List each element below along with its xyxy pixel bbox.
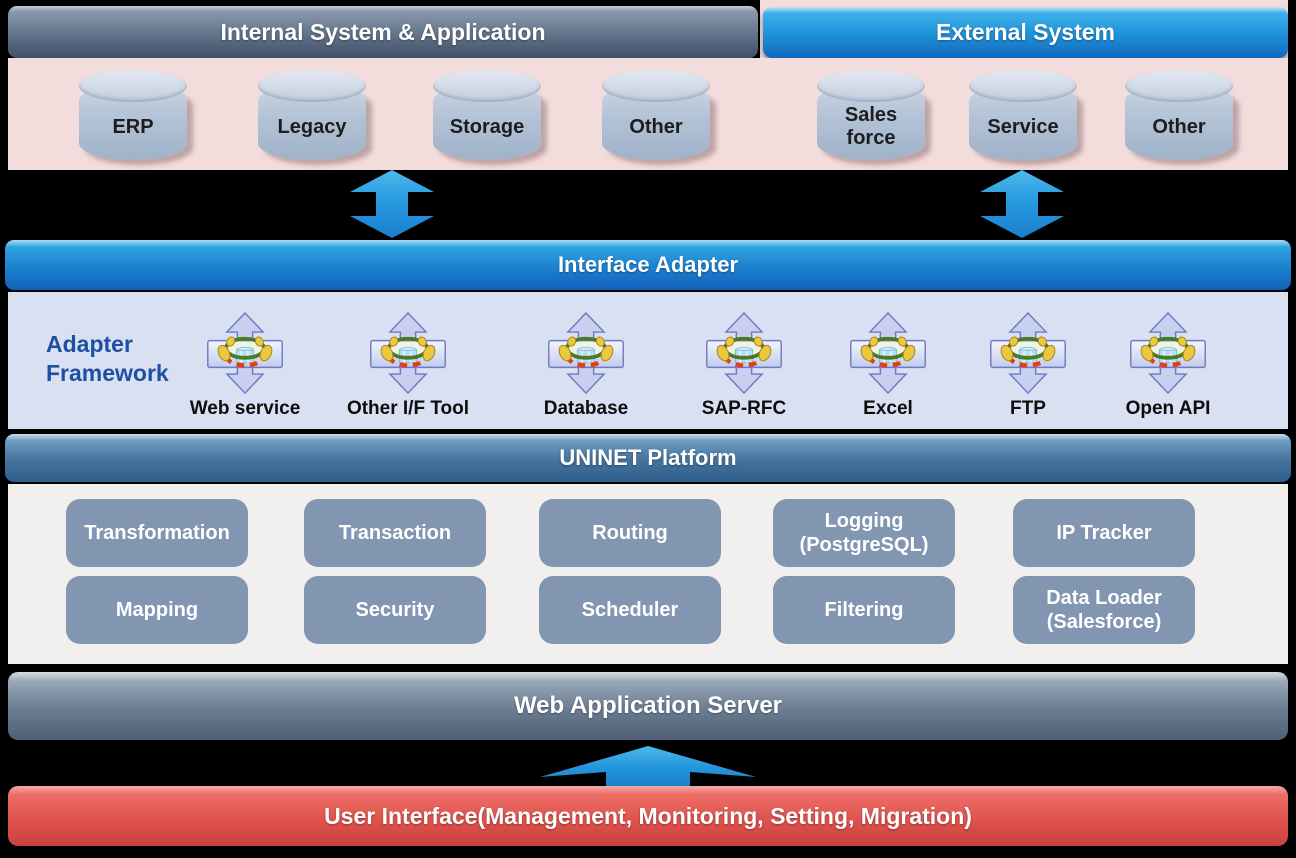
module-transformation: Transformation <box>66 499 248 567</box>
adapter-database: Database <box>516 312 656 424</box>
cylinder-top <box>433 70 541 102</box>
uninet-platform-title: UNINET Platform <box>559 445 737 470</box>
external-system-header: External System <box>763 7 1288 58</box>
system-cylinder-service: Service <box>969 70 1077 160</box>
module-security: Security <box>304 576 486 644</box>
adapter-label: SAP-RFC <box>701 398 787 419</box>
adapter-icon <box>363 312 453 396</box>
cylinder-top <box>258 70 366 102</box>
cylinder-top <box>817 70 925 102</box>
bidirectional-arrow-icon <box>980 170 1064 238</box>
user-interface-bar: User Interface(Management, Monitoring, S… <box>8 786 1288 846</box>
adapter-icon <box>843 312 933 396</box>
module-ip-tracker: IP Tracker <box>1013 499 1195 567</box>
system-cylinder-salesforce: Sales force <box>817 70 925 160</box>
cylinder-label: Service <box>987 115 1059 138</box>
adapter-label: Open API <box>1125 398 1211 419</box>
cylinder-top <box>969 70 1077 102</box>
adapter-icon <box>200 312 290 396</box>
cylinder-top <box>79 70 187 102</box>
adapter-other-if-tool: Other I/F Tool <box>338 312 478 424</box>
adapter-label: Other I/F Tool <box>346 398 470 419</box>
uninet-platform-bar: UNINET Platform <box>5 434 1291 482</box>
adapter-sap-rfc: SAP-RFC <box>674 312 814 424</box>
up-arrow-icon <box>540 746 756 786</box>
cylinder-label: Other <box>629 115 683 138</box>
module-logging: Logging (PostgreSQL) <box>773 499 955 567</box>
web-app-server-title: Web Application Server <box>513 692 783 719</box>
system-cylinder-other-external: Other <box>1125 70 1233 160</box>
uninet-platform-section: Transformation Transaction Routing Loggi… <box>8 484 1288 664</box>
adapter-ftp: FTP <box>958 312 1098 424</box>
adapter-label: Web service <box>189 398 301 419</box>
system-cylinder-other-internal: Other <box>602 70 710 160</box>
user-interface-title: User Interface(Management, Monitoring, S… <box>324 802 972 829</box>
adapter-label: Excel <box>863 398 913 419</box>
adapter-open-api: Open API <box>1098 312 1238 424</box>
module-scheduler: Scheduler <box>539 576 721 644</box>
adapter-framework-label: Adapter Framework <box>46 331 169 386</box>
external-system-title: External System <box>936 19 1115 45</box>
interface-adapter-title: Interface Adapter <box>557 252 739 277</box>
adapter-icon <box>983 312 1073 396</box>
adapter-icon <box>1123 312 1213 396</box>
module-data-loader: Data Loader (Salesforce) <box>1013 576 1195 644</box>
adapter-icon <box>541 312 631 396</box>
web-app-server-bar: Web Application Server <box>8 672 1288 740</box>
cylinder-label: Storage <box>449 115 525 138</box>
system-cylinder-erp: ERP <box>79 70 187 160</box>
module-routing: Routing <box>539 499 721 567</box>
adapter-label: FTP <box>1010 398 1046 419</box>
system-cylinder-legacy: Legacy <box>258 70 366 160</box>
adapter-label: Database <box>543 398 629 419</box>
cylinder-top <box>1125 70 1233 102</box>
cylinder-label: Sales force <box>844 104 898 149</box>
adapter-web-service: Web service <box>175 312 315 424</box>
cylinder-label: ERP <box>112 115 154 138</box>
cylinder-label: Other <box>1152 115 1206 138</box>
internal-system-title: Internal System & Application <box>220 18 546 45</box>
internal-system-header: Internal System & Application <box>8 6 758 58</box>
module-filtering: Filtering <box>773 576 955 644</box>
adapter-framework-section: Adapter Framework Web service Other I/F … <box>8 292 1288 429</box>
system-cylinder-storage: Storage <box>433 70 541 160</box>
adapter-icon <box>699 312 789 396</box>
module-mapping: Mapping <box>66 576 248 644</box>
cylinder-top <box>602 70 710 102</box>
systems-band: ERP Legacy Storage Other Sales force Ser… <box>8 58 1288 170</box>
module-transaction: Transaction <box>304 499 486 567</box>
cylinder-label: Legacy <box>277 115 347 138</box>
interface-adapter-bar: Interface Adapter <box>5 240 1291 290</box>
adapter-excel: Excel <box>818 312 958 424</box>
bidirectional-arrow-icon <box>350 170 434 238</box>
